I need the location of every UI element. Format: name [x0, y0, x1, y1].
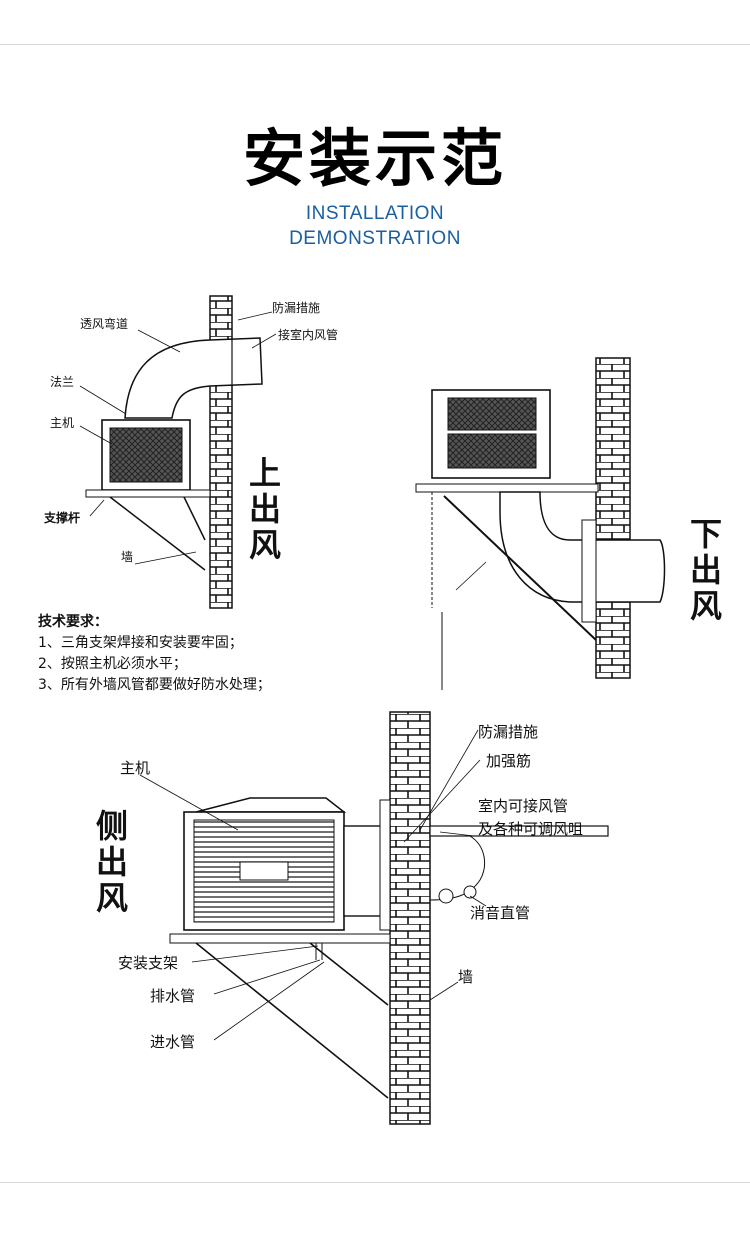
label-muffler: 消音直管: [470, 904, 531, 922]
label-inlet-pipe: 进水管: [150, 1033, 196, 1051]
label-main-unit-top: 主机: [50, 416, 75, 430]
label-indoor-duct-1: 室内可接风管: [478, 797, 569, 815]
technical-requirements: 技术要求： 1、三角支架焊接和安装要牢固； 2、按照主机必须水平； 3、所有外墙…: [38, 612, 271, 696]
label-rib: 加强筋: [486, 752, 532, 770]
label-support-rod: 支撑杆: [44, 511, 81, 525]
label-wall-side: 墙: [458, 968, 474, 986]
elbow-duct: [124, 337, 263, 419]
shelf-side: [169, 933, 391, 944]
support-rods-side: [195, 942, 389, 1099]
requirement-item: 3、所有外墙风管都要做好防水处理；: [38, 677, 271, 693]
subtitle-line1: INSTALLATION: [305, 203, 445, 224]
bottom-divider: [0, 1182, 750, 1183]
wall-side: [389, 711, 431, 1125]
label-leak-protection-side: 防漏措施: [478, 723, 539, 741]
bottom-outlet-diagram: [415, 357, 666, 690]
requirements-title: 技术要求：: [38, 614, 108, 630]
heading-top-outlet: 上 出 风: [248, 454, 281, 564]
label-wall-top: 墙: [121, 550, 134, 564]
label-drain-pipe: 排水管: [150, 987, 196, 1005]
requirement-item: 2、按照主机必须水平；: [38, 656, 187, 672]
label-elbow: 透风弯道: [80, 317, 129, 331]
label-indoor-duct-top: 接室内风管: [278, 328, 339, 342]
shelf-bottom: [415, 483, 599, 493]
label-bracket: 安装支架: [118, 954, 179, 972]
subtitle-line2: DEMONSTRATION: [289, 228, 461, 249]
top-divider: [0, 44, 750, 45]
support-rods-top: [109, 496, 206, 571]
label-flange: 法兰: [50, 375, 75, 389]
label-leak-protection-top: 防漏措施: [272, 301, 321, 315]
heading-bottom-outlet: 下 出 风: [689, 515, 722, 625]
label-main-unit-side: 主机: [120, 759, 151, 777]
label-indoor-duct-2: 及各种可调风咀: [478, 820, 584, 838]
requirement-item: 1、三角支架焊接和安装要牢固；: [38, 635, 243, 651]
top-outlet-diagram: [79, 295, 277, 609]
page-title: 安装示范: [242, 122, 507, 195]
shelf-top: [85, 489, 211, 498]
side-outlet-diagram: [139, 711, 609, 1125]
heading-side-outlet: 侧 出 风: [95, 807, 128, 917]
wall-right: [595, 357, 631, 679]
